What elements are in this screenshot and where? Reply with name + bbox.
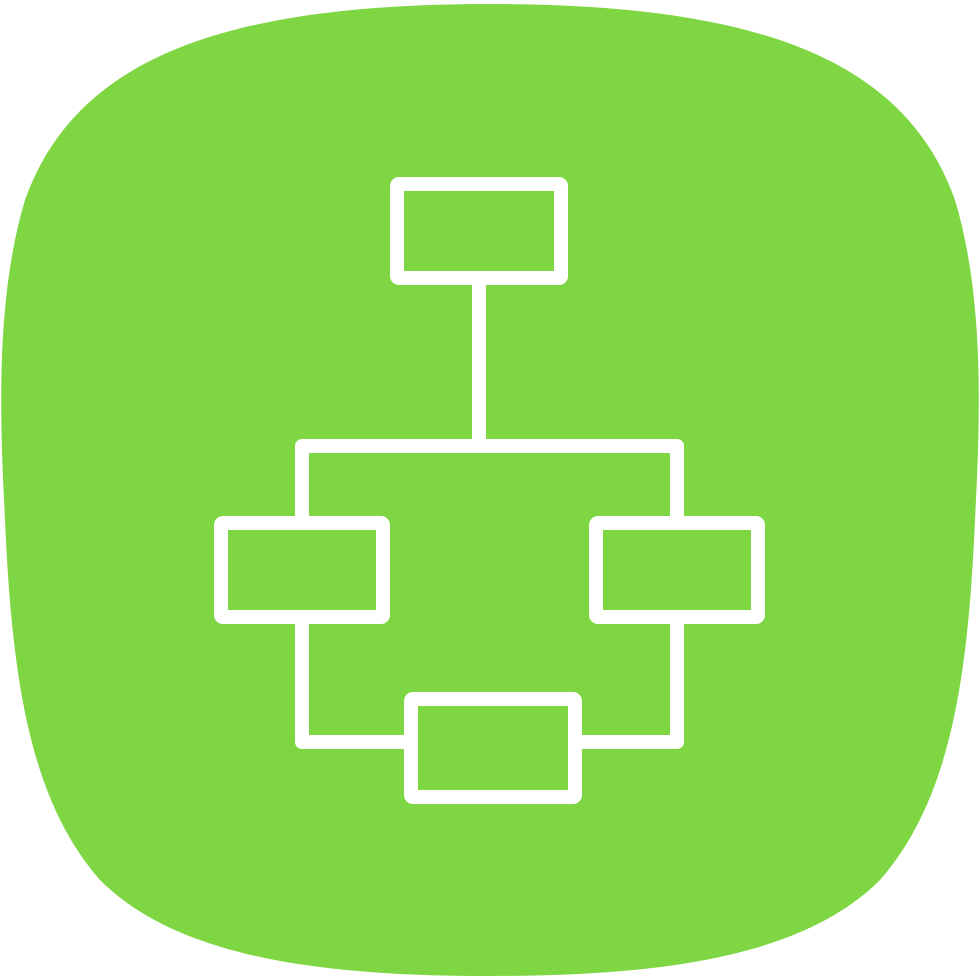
bottom-node-box — [404, 692, 582, 804]
left-lower-connector-line — [295, 610, 418, 749]
flowchart-diagram — [214, 177, 765, 804]
squircle-background — [1, 4, 979, 976]
right-lower-connector-line — [568, 610, 684, 749]
branch-connector-line — [295, 439, 684, 523]
